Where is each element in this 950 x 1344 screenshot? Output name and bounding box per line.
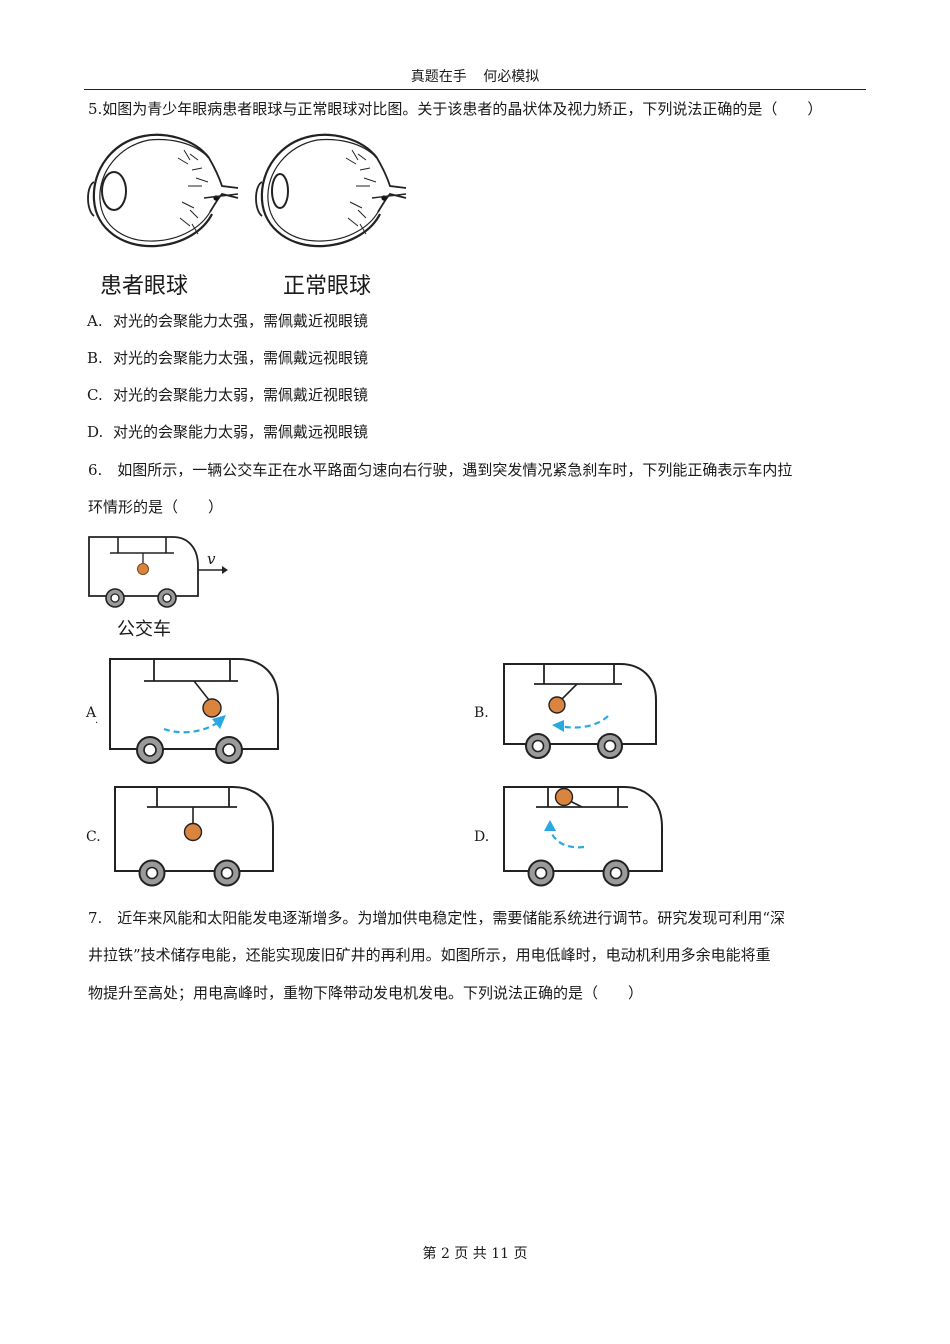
normal-eye-caption: 正常眼球 (283, 274, 372, 299)
header-left: 真题在手 (410, 69, 467, 85)
q6-option-d-label: D. (474, 829, 490, 845)
page-header: 真题在手 何必模拟 (0, 66, 950, 86)
page-footer: 第 2 页 共 11 页 (422, 1246, 528, 1262)
q5-option-c: C. 对光的会聚能力太弱，需佩戴近视眼镜 (87, 385, 368, 405)
q5-option-d: D. 对光的会聚能力太弱，需佩戴远视眼镜 (87, 422, 368, 442)
q5-option-d-label: D. (87, 423, 104, 441)
normal-eye-figure (255, 133, 407, 248)
q5-option-a: A. 对光的会聚能力太强，需佩戴近视眼镜 (87, 311, 368, 331)
q5-option-c-label: C. (87, 386, 103, 404)
q5-stem: 5.如图为青少年眼病患者眼球与正常眼球对比图。关于该患者的晶状体及视力矫正，下列… (88, 100, 823, 118)
q6-option-c-figure (114, 786, 274, 887)
velocity-label: v (207, 550, 216, 568)
q6-option-a-dot: · (95, 718, 99, 729)
q5-option-a-label: A. (87, 312, 103, 330)
q6-stem-line1: 6. 如图所示，一辆公交车正在水平路面匀速向右行驶，遇到突发情况紧急刹车时，下列… (88, 461, 793, 479)
q7-line3: 物提升至高处；用电高峰时，重物下降带动发电机发电。下列说法正确的是（ ） (88, 984, 644, 1002)
q6-stem-line2: 环情形的是（ ） (88, 498, 224, 516)
q6-option-c-label: C. (86, 829, 101, 845)
q6-option-b-figure (503, 663, 657, 759)
patient-eye-caption: 患者眼球 (100, 274, 189, 299)
q5-option-b-text: 对光的会聚能力太强，需佩戴远视眼镜 (113, 349, 369, 367)
patient-eye-figure (87, 133, 239, 248)
bus-figure (88, 536, 228, 608)
header-divider (84, 89, 866, 90)
q6-option-a-figure (109, 658, 279, 764)
q7-line1: 7. 近年来风能和太阳能发电逐渐增多。为增加供电稳定性，需要储能系统进行调节。研… (88, 909, 785, 927)
q5-option-c-text: 对光的会聚能力太弱，需佩戴近视眼镜 (113, 386, 369, 404)
bus-caption: 公交车 (117, 619, 171, 640)
q6-option-d-figure (503, 786, 663, 887)
q7-line2: 井拉铁”技术储存电能，还能实现废旧矿井的再利用。如图所示，用电低峰时，电动机利用… (88, 946, 771, 964)
q6-option-a-label: A (86, 705, 97, 721)
q5-option-b-label: B. (87, 349, 103, 367)
pull-ring-ball (137, 563, 149, 575)
header-right: 何必模拟 (483, 69, 540, 85)
q5-option-a-text: 对光的会聚能力太强，需佩戴近视眼镜 (113, 312, 369, 330)
q5-option-d-text: 对光的会聚能力太弱，需佩戴远视眼镜 (113, 423, 369, 441)
q5-option-b: B. 对光的会聚能力太强，需佩戴远视眼镜 (87, 348, 368, 368)
q6-option-b-label: B. (474, 705, 489, 721)
